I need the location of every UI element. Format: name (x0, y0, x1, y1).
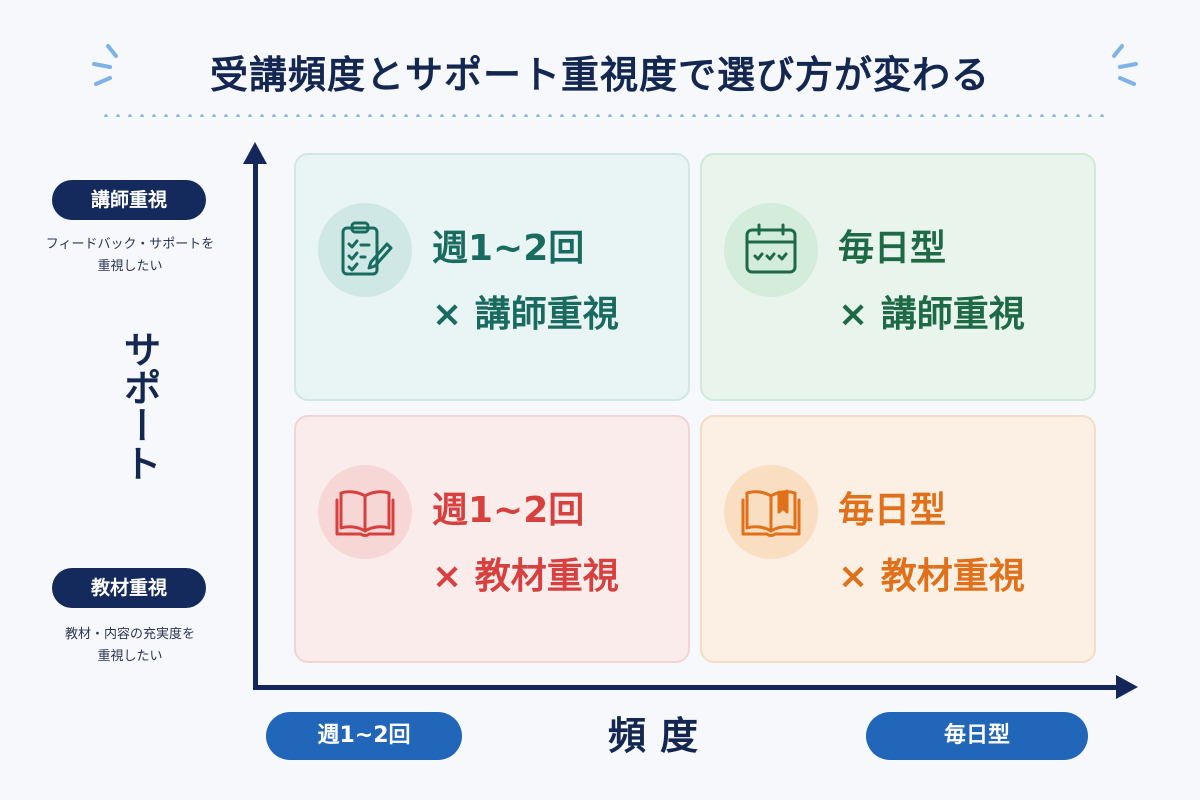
quadrant-weekly-materials: 週1~2回 × 教材重視 (294, 415, 690, 663)
y-axis-bottom-tag: 教材重視 (52, 568, 206, 608)
sparkle-right-icon (1112, 44, 1138, 86)
y-axis-arrow-icon (243, 142, 267, 164)
quadrant-support-label: × 教材重視 (838, 556, 1025, 597)
quadrant-frequency-label: 週1~2回 (432, 490, 585, 531)
icon-circle (318, 203, 412, 297)
quadrant-frequency-label: 週1~2回 (432, 228, 585, 269)
x-axis-right-tag: 毎日型 (866, 712, 1088, 760)
icon-circle (318, 465, 412, 559)
x-axis-label: 頻度 (607, 714, 712, 758)
quadrant-frequency-label: 毎日型 (838, 490, 947, 531)
quadrant-weekly-instructor: 週1~2回 × 講師重視 (294, 153, 690, 401)
bookmarked-book-icon (741, 489, 801, 537)
quadrant-support-label: × 教材重視 (432, 556, 619, 597)
calendar-icon (745, 223, 797, 274)
y-axis-bottom-description: 教材・内容の充実度を 重視したい (64, 627, 195, 664)
y-axis-top-description: フィードバック・サポートを 重視したい (45, 237, 215, 274)
icon-circle (724, 203, 818, 297)
x-axis-line (253, 685, 1123, 690)
quadrant-support-label: × 講師重視 (838, 294, 1025, 335)
open-book-icon (335, 490, 395, 537)
x-axis-left-tag: 週1~2回 (266, 712, 462, 760)
title-divider (100, 114, 1110, 117)
icon-circle (724, 465, 818, 559)
clipboard-checklist-icon (341, 221, 393, 276)
page-title: 受講頻度とサポート重視度で選び方が変わる (209, 53, 990, 97)
y-axis-top-tag: 講師重視 (52, 180, 206, 220)
quadrant-support-label: × 講師重視 (432, 294, 619, 335)
quadrant-daily-materials: 毎日型 × 教材重視 (700, 415, 1096, 663)
y-axis-line (253, 160, 258, 690)
y-axis-label: サポート (117, 330, 161, 482)
sparkle-left-icon (92, 44, 118, 86)
x-axis-arrow-icon (1116, 675, 1138, 699)
quadrant-frequency-label: 毎日型 (838, 228, 947, 269)
quadrant-daily-instructor: 毎日型 × 講師重視 (700, 153, 1096, 401)
